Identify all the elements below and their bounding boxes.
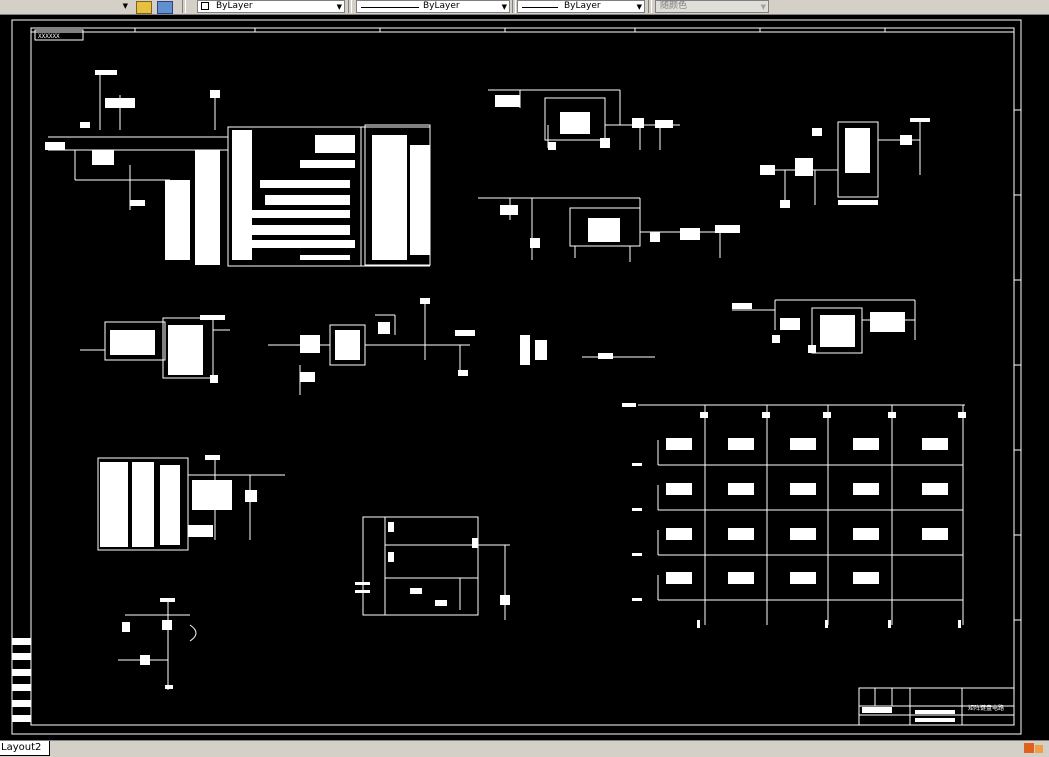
plotstyle-control[interactable]: 随颜色 ▼ xyxy=(655,0,769,13)
color-control[interactable]: ByLayer ▼ xyxy=(197,0,345,13)
driver-block xyxy=(268,300,470,395)
title-block-fill xyxy=(862,707,955,722)
buzzer-block xyxy=(118,600,197,690)
revision-blocks xyxy=(12,638,31,722)
drawing-canvas[interactable]: XXXXXX xyxy=(0,15,1049,740)
toolbar-separator xyxy=(648,0,652,13)
battery-block xyxy=(362,516,510,620)
buzzer-parts xyxy=(122,598,175,689)
tab-layout2[interactable]: Layout2 xyxy=(0,741,51,756)
memory-block xyxy=(97,457,285,551)
properties-toolbar: ▼ ByLayer ▼ ByLayer ▼ ByLayer ▼ 随颜色 ▼ xyxy=(0,0,1049,15)
sheet-border xyxy=(11,19,1022,735)
toolbar-separator xyxy=(512,0,516,13)
regulator-1-parts xyxy=(495,95,673,150)
right-middle-chip xyxy=(732,299,916,354)
schematic-drawing[interactable]: XXXXXX xyxy=(0,15,1049,740)
title-tag xyxy=(34,29,84,41)
lineweight-control[interactable]: ByLayer ▼ xyxy=(517,0,645,13)
toolbar-dropdown-left[interactable]: ▼ xyxy=(0,0,130,13)
tab-layout2-label: Layout2 xyxy=(1,742,42,753)
toolbar-separator xyxy=(182,0,186,13)
top-right-chip-parts xyxy=(760,118,930,208)
chevron-down-icon[interactable]: ▼ xyxy=(122,2,128,10)
layer-states-icon[interactable] xyxy=(157,1,173,14)
title-tag-text: XXXXXX xyxy=(38,33,60,40)
chevron-down-icon[interactable]: ▼ xyxy=(501,3,507,11)
chevron-down-icon[interactable]: ▼ xyxy=(336,3,342,11)
right-middle-parts xyxy=(732,303,905,353)
chevron-down-icon[interactable]: ▼ xyxy=(636,3,642,11)
memory-parts xyxy=(100,455,257,547)
driver-parts xyxy=(300,298,613,382)
color-swatch-icon xyxy=(201,2,209,10)
key-matrix xyxy=(638,404,965,625)
top-right-chip xyxy=(760,120,921,205)
title-block xyxy=(858,687,1015,726)
connector-parts xyxy=(110,315,225,383)
color-control-value: ByLayer xyxy=(216,1,253,11)
layout-tab-bar: Layout2 xyxy=(0,740,1049,757)
comm-center-icon[interactable] xyxy=(1023,742,1045,754)
connector-block xyxy=(80,317,230,379)
layer-tools-icon[interactable] xyxy=(136,1,152,14)
key-switches xyxy=(622,403,966,628)
lineweight-sample xyxy=(522,7,558,8)
title-block-title: 矩阵键盘电路 xyxy=(968,704,1004,712)
toolbar-separator xyxy=(348,0,352,13)
linetype-sample xyxy=(361,7,419,8)
plotstyle-control-value: 随颜色 xyxy=(660,1,688,11)
linetype-control-value: ByLayer xyxy=(423,1,460,11)
linetype-control[interactable]: ByLayer ▼ xyxy=(356,0,510,13)
battery-parts xyxy=(355,522,510,606)
outer-frame xyxy=(11,19,1022,735)
chevron-down-icon[interactable]: ▼ xyxy=(760,3,766,11)
lineweight-control-value: ByLayer xyxy=(564,1,601,11)
mcu-pins xyxy=(45,70,430,265)
regulator-2-parts xyxy=(500,205,740,248)
